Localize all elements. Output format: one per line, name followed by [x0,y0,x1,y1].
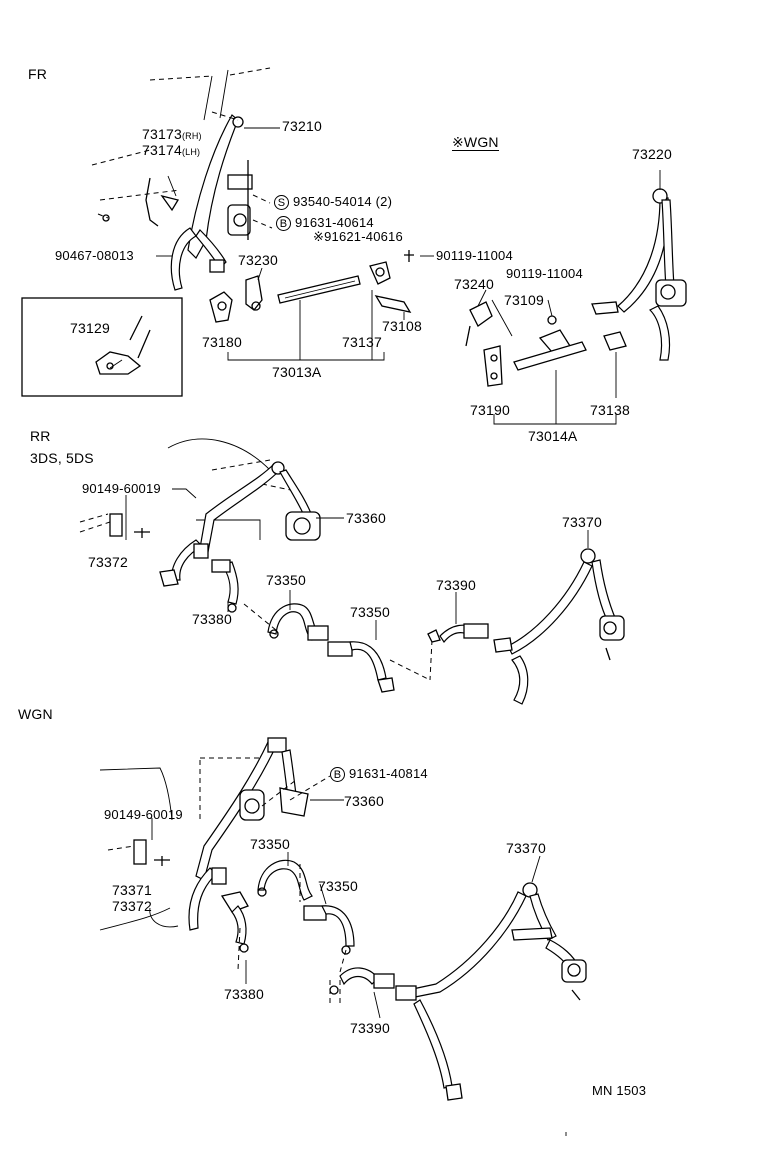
wgn-rear-seatbelt-group [99,737,587,1101]
part-label-73390-wgn: 73390 [350,1020,390,1036]
wgn-front-seatbelt-group [465,188,687,425]
part-label-73380-wgn: 73380 [224,986,264,1002]
section-wgn-note-label: ※WGN [452,134,499,151]
part-label-91621: ※91621-40616 [313,229,403,244]
part-label-73014A: 73014A [528,428,578,444]
part-label-73210: 73210 [282,118,322,134]
fr-front-seatbelt-group [21,67,414,397]
part-label-73190: 73190 [470,402,510,418]
catalog-code: MN 1503 [592,1083,647,1098]
rr-rear-seatbelt-group [79,438,625,705]
part-label-73380-rr: 73380 [192,611,232,627]
part-label-73173: 73173(RH) [142,126,202,142]
part-label-73390-rr: 73390 [436,577,476,593]
part-label-73370-wgn: 73370 [506,840,546,856]
section-rr-label: RR [30,428,51,444]
part-label-73350-wgn-a: 73350 [250,836,290,852]
section-fr-label: FR [28,66,48,82]
part-label-73129: 73129 [70,320,110,336]
section-rr-subtitle: 3DS, 5DS [30,450,94,466]
part-label-73372-wgn: 73372 [112,898,152,914]
part-label-73180: 73180 [202,334,242,350]
part-label-73240: 73240 [454,276,494,292]
part-label-73350-rr-a: 73350 [266,572,306,588]
part-label-73109: 73109 [504,292,544,308]
part-label-90467: 90467-08013 [55,248,134,263]
b-code-badge-wgn: B [330,767,345,782]
part-label-90119-a: 90119-11004 [436,248,513,263]
part-label-73370-rr: 73370 [562,514,602,530]
part-label-73108: 73108 [382,318,422,334]
part-label-73360-wgn: 73360 [344,793,384,809]
part-label-90149-wgn: 90149-60019 [104,807,183,822]
part-label-73230: 73230 [238,252,278,268]
part-label-73137: 73137 [342,334,382,350]
part-label-73013A: 73013A [272,364,322,380]
b-code-badge: B [276,216,291,231]
part-label-73350-rr-b: 73350 [350,604,390,620]
s-code-badge: S [274,195,289,210]
part-label-73220: 73220 [632,146,672,162]
leader-lines [109,127,661,1019]
part-label-73371: 73371 [112,882,152,898]
part-label-73372-rr: 73372 [88,554,128,570]
part-label-90119-b: 90119-11004 [506,266,583,281]
part-label-73360-rr: 73360 [346,510,386,526]
part-label-73350-wgn-b: 73350 [318,878,358,894]
part-label-73138: 73138 [590,402,630,418]
part-label-90149-rr: 90149-60019 [82,481,161,496]
section-wgn-label: WGN [18,706,53,722]
part-label-73174: 73174(LH) [142,142,201,158]
